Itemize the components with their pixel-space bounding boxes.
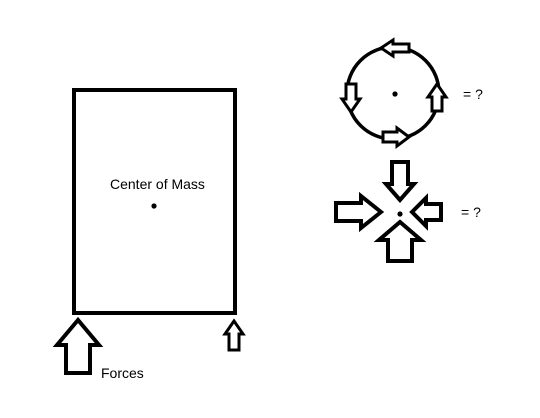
small-force-arrow-icon <box>222 318 246 352</box>
large-force-arrow-icon <box>52 316 104 375</box>
converging-arrow-left-icon <box>334 191 385 233</box>
center-of-mass-dot <box>151 203 157 209</box>
converging-arrow-bottom-icon <box>373 219 427 263</box>
converging-arrow-right-icon <box>409 193 443 231</box>
converging-arrow-top-icon <box>381 160 419 204</box>
rotation-center-dot <box>392 91 398 97</box>
forces-label: Forces <box>101 365 144 381</box>
rotation-arrow-right-icon <box>425 81 449 113</box>
converging-question-label: = ? <box>461 204 481 220</box>
rotation-arrow-left-icon <box>339 82 363 115</box>
converging-center-dot <box>397 211 403 217</box>
rotation-arrow-top-icon <box>378 37 411 59</box>
center-of-mass-label: Center of Mass <box>110 176 205 192</box>
rotation-question-label: = ? <box>463 86 483 102</box>
rigid-body-rectangle <box>72 88 237 315</box>
rotation-arrow-bottom-icon <box>381 125 412 149</box>
